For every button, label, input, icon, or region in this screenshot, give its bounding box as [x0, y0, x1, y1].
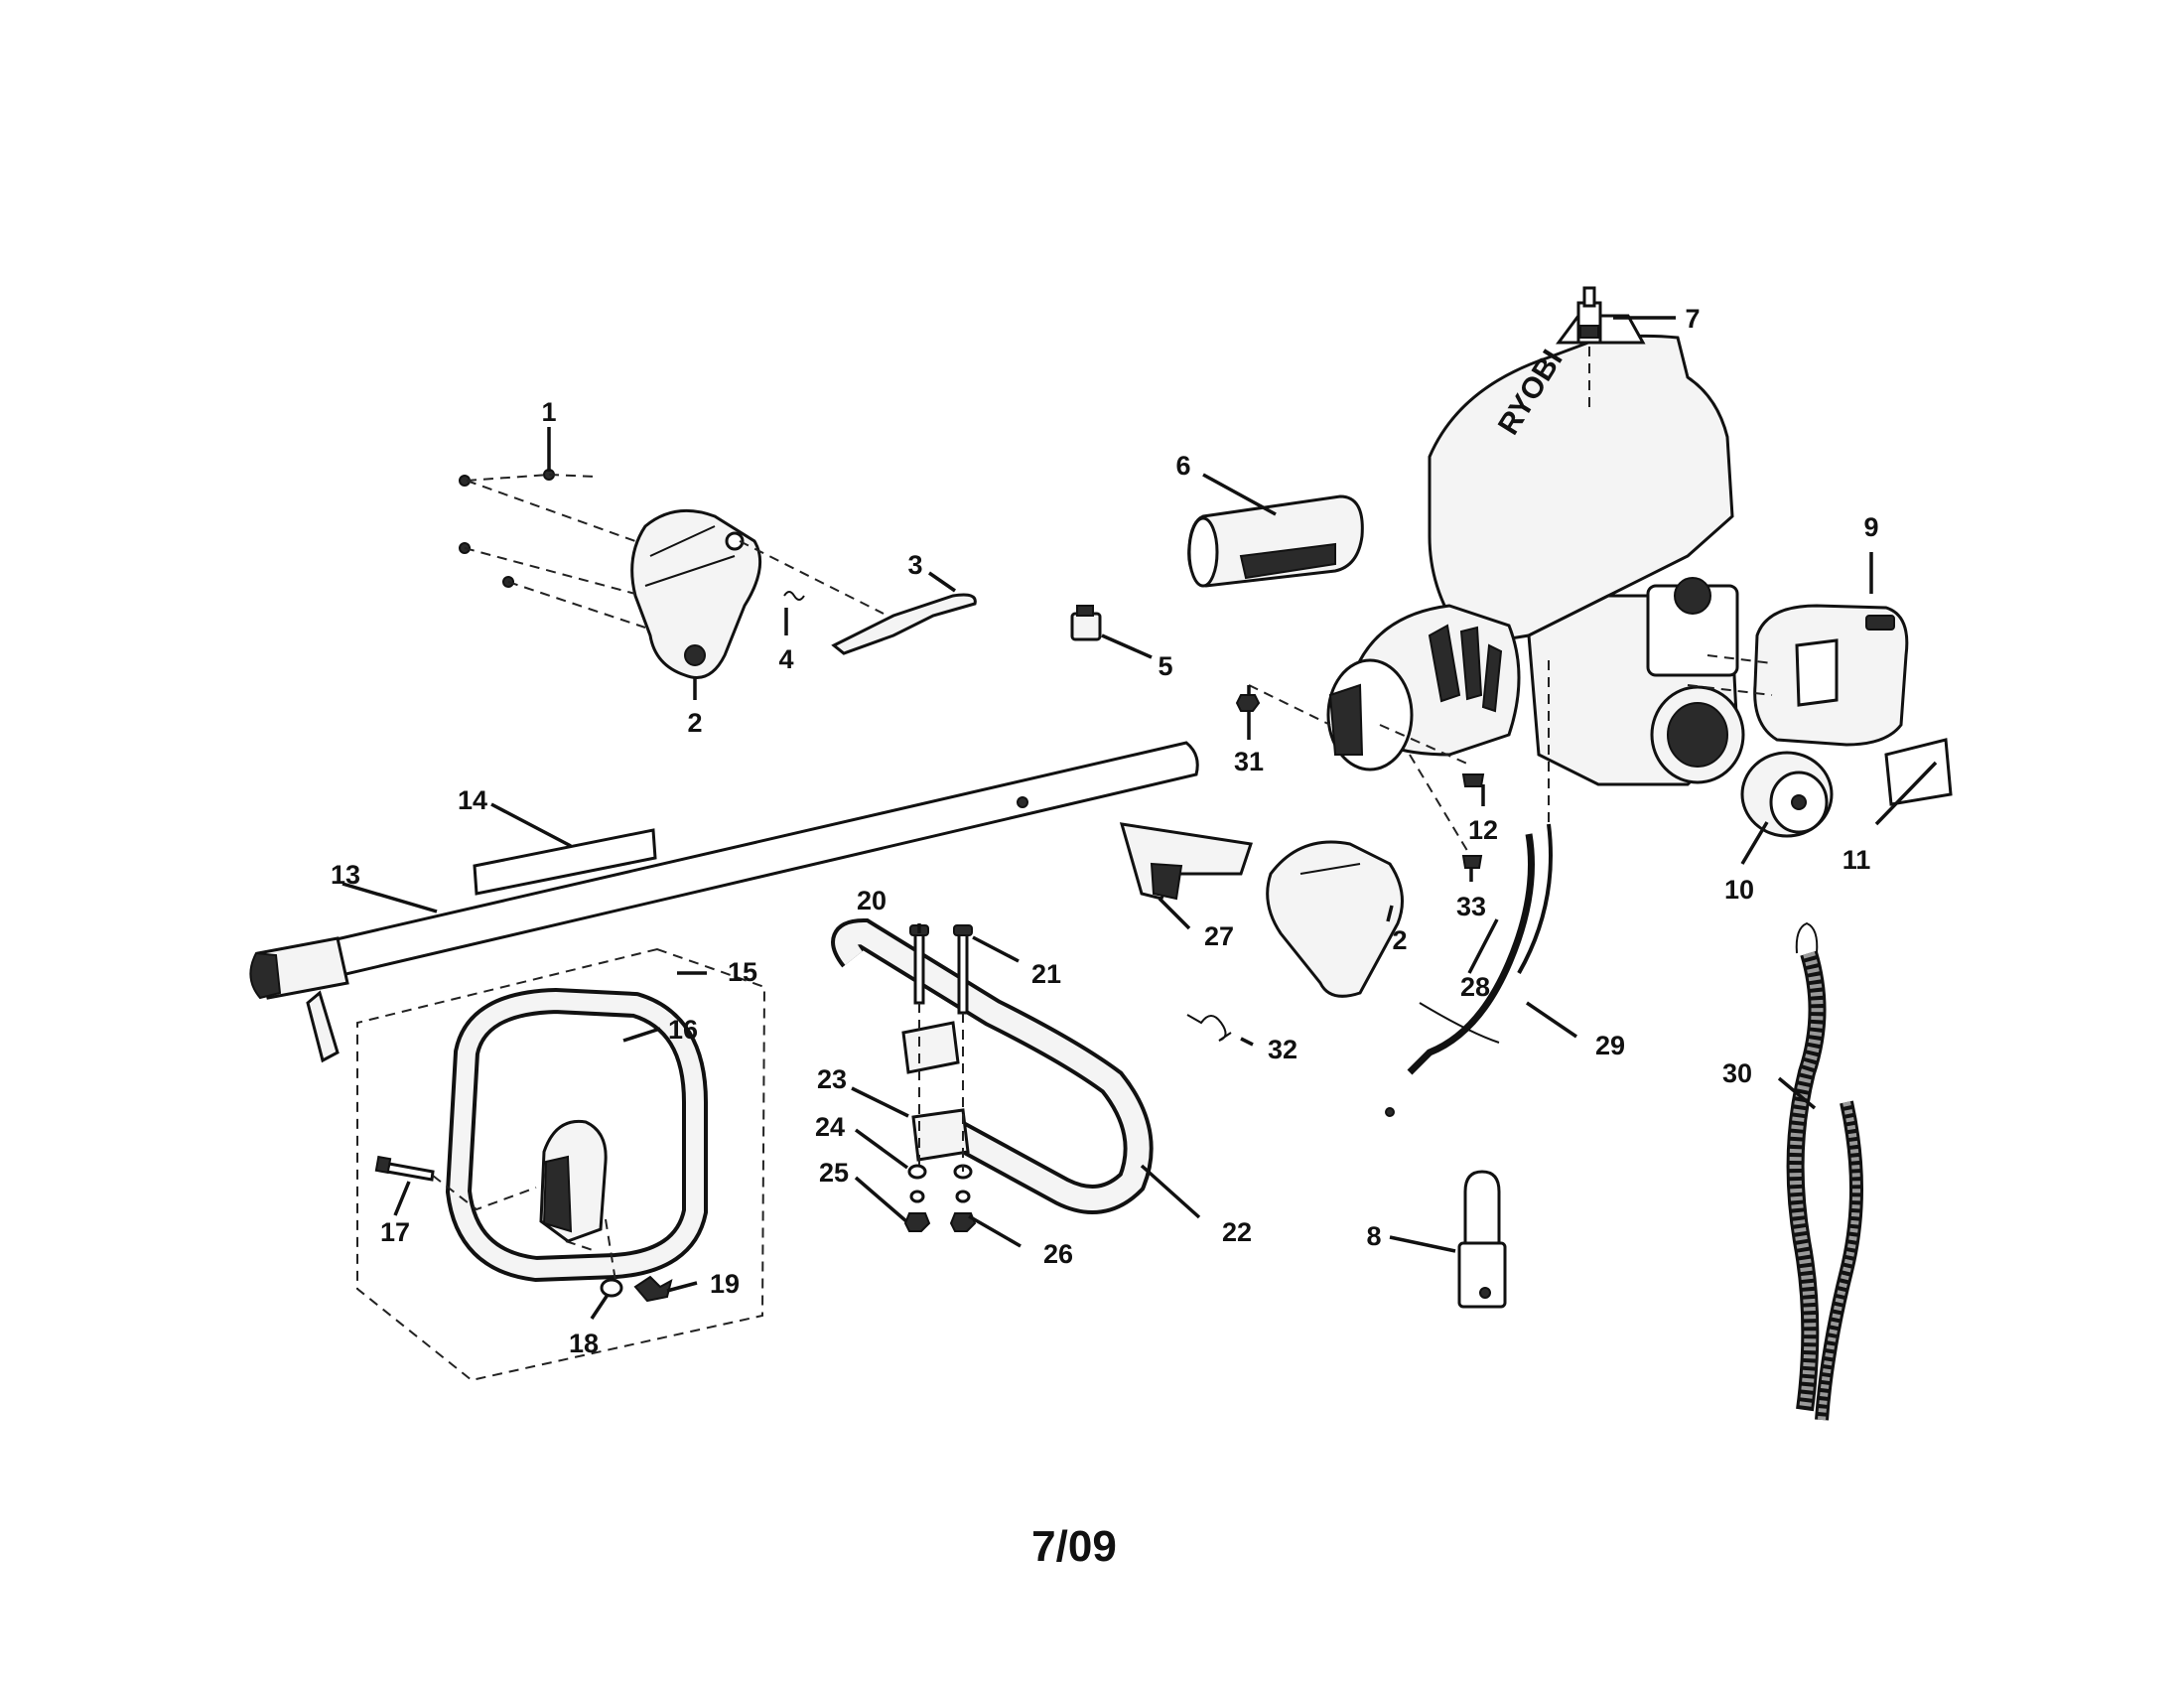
stop-switch	[1070, 605, 1102, 641]
j-handle	[831, 917, 1154, 1214]
throttle-cable-bracket	[1119, 822, 1253, 901]
callout-2-upper: 2	[687, 708, 702, 738]
callout-3: 3	[907, 550, 922, 580]
screw-33	[1461, 855, 1483, 869]
fuel-cap	[1740, 751, 1834, 838]
callout-26: 26	[1043, 1239, 1073, 1269]
callout-24: 24	[815, 1112, 845, 1142]
loop-handle	[445, 987, 708, 1283]
assembly-lines	[432, 343, 1773, 1282]
callout-19: 19	[710, 1269, 740, 1299]
callout-20: 20	[857, 886, 887, 915]
callout-2-lower: 2	[1392, 925, 1407, 955]
callout-11: 11	[1843, 845, 1871, 875]
callout-16: 16	[668, 1015, 698, 1045]
spark-plug	[1576, 286, 1602, 345]
callout-30: 30	[1722, 1058, 1752, 1088]
spark-plug-wrench	[1457, 1170, 1507, 1309]
callout-12: 12	[1468, 815, 1498, 845]
callout-32: 32	[1268, 1035, 1297, 1064]
callout-labels: 1 2 2 3 4 5 6 7 8 9 10 11 12 13 14 15 16…	[331, 304, 1879, 1358]
callout-7: 7	[1685, 304, 1700, 334]
callout-6: 6	[1175, 451, 1190, 481]
callout-23: 23	[817, 1064, 847, 1094]
footer-code: 7/09	[1031, 1522, 1117, 1571]
callout-5: 5	[1158, 651, 1172, 681]
callout-1: 1	[541, 397, 556, 427]
callout-25: 25	[819, 1158, 849, 1188]
callout-15: 15	[728, 957, 757, 987]
shaft-decal	[473, 828, 657, 896]
callout-29: 29	[1595, 1031, 1625, 1060]
torsion-spring	[1186, 1014, 1232, 1042]
callout-13: 13	[331, 860, 360, 890]
handle-bolt	[385, 1162, 435, 1182]
callout-9: 9	[1863, 512, 1878, 542]
trigger-spring	[783, 591, 805, 601]
washers-nuts	[903, 1164, 977, 1232]
air-filter-cover	[1753, 604, 1909, 747]
decal-11	[1884, 738, 1953, 806]
callout-27: 27	[1204, 921, 1234, 951]
screws-1	[459, 469, 555, 588]
nut-31	[1235, 694, 1261, 712]
callout-18: 18	[569, 1329, 599, 1358]
callout-22: 22	[1222, 1217, 1252, 1247]
callout-8: 8	[1366, 1221, 1381, 1251]
callout-10: 10	[1724, 875, 1754, 905]
drive-shaft-tube	[249, 741, 1199, 1063]
shoulder-strap	[1786, 921, 1863, 1421]
clutch-housing-half	[630, 508, 762, 679]
callout-33: 33	[1456, 892, 1486, 921]
callout-14: 14	[458, 785, 487, 815]
callout-21: 21	[1031, 959, 1061, 989]
muffler-guard	[1187, 494, 1364, 588]
screw-12	[1461, 773, 1485, 787]
callout-28: 28	[1460, 972, 1490, 1002]
wing-nut	[633, 1275, 673, 1303]
leader-lines	[341, 316, 1938, 1320]
callout-31: 31	[1234, 747, 1264, 776]
callout-4: 4	[778, 644, 793, 674]
engine-assembly: RYOBI	[1326, 314, 1745, 786]
callout-17: 17	[380, 1217, 410, 1247]
throttle-housing-half	[1266, 840, 1404, 998]
handle-kit-boundary	[356, 947, 766, 1382]
ignition-wire	[1385, 823, 1553, 1117]
washer-18	[600, 1278, 623, 1298]
throttle-trigger	[831, 593, 977, 655]
